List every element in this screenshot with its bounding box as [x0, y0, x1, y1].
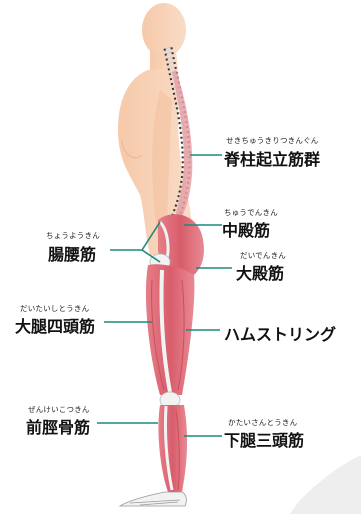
lower-leg: [158, 405, 187, 492]
text-gluteus-maximus: 大殿筋: [236, 260, 284, 284]
floor-shadow: [290, 455, 361, 514]
text-iliopsoas: 腸腰筋: [48, 241, 96, 265]
text-hamstrings: ハムストリング: [224, 321, 336, 345]
text-gluteus-medius: 中殿筋: [222, 217, 270, 241]
text-quadriceps: 大腿四頭筋: [15, 313, 95, 337]
text-erector-spinae: 脊柱起立筋群: [224, 146, 320, 170]
ruby-iliopsoas: ちょうようきん: [46, 230, 100, 241]
text-triceps-surae: 下腿三頭筋: [224, 427, 304, 451]
ruby-erector-spinae: せきちゅうきりつきんぐん: [226, 135, 318, 146]
foot: [120, 492, 186, 506]
text-tibialis-anterior: 前脛骨筋: [26, 414, 90, 438]
